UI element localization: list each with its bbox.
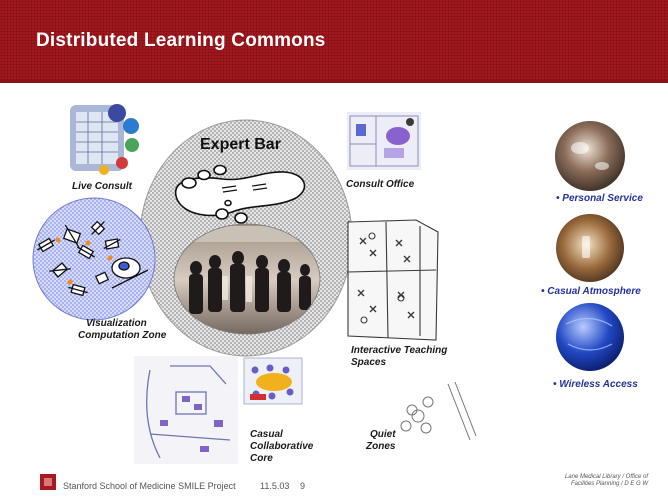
wireless-access-sphere <box>556 303 624 371</box>
live-consult-image <box>70 104 139 175</box>
personal-service-photo <box>555 121 625 191</box>
casual-core-label-line1: Casual <box>250 429 283 440</box>
title-bar <box>0 0 668 83</box>
casual-core-label-line2: Collaborative <box>250 441 314 452</box>
footer-page-number: 9 <box>300 481 306 491</box>
wireless-access-label: • Wireless Access <box>553 379 638 390</box>
visualization-zone <box>32 197 156 321</box>
footer-credit-line1: Lane Medical Library / Office of <box>564 474 648 480</box>
personal-service-label: • Personal Service <box>556 193 643 204</box>
casual-atmosphere-label: • Casual Atmosphere <box>541 286 641 297</box>
visualization-label-line1: Visualization <box>86 318 147 329</box>
visualization-label-line2: Computation Zone <box>78 330 167 341</box>
interactive-teaching-plan <box>347 219 439 341</box>
expert-bar-label: Expert Bar <box>200 136 281 153</box>
casual-core-table <box>243 357 303 405</box>
expert-bar-photo <box>174 224 320 334</box>
interactive-teaching-label-line1: Interactive Teaching <box>351 345 448 356</box>
quiet-zones-label-line2: Zones <box>366 441 396 452</box>
expert-bar-sketch <box>175 164 306 224</box>
footer-credit: Lane Medical Library / Office of Facilit… <box>520 474 648 488</box>
casual-core-label-line3: Core <box>250 453 273 464</box>
consult-office-label: Consult Office <box>346 179 415 190</box>
quiet-zones-label-line1: Quiet <box>370 429 396 440</box>
footer-credit-line2: Facilities Planning / D E G W <box>570 481 648 487</box>
slide-title: Distributed Learning Commons <box>36 30 326 51</box>
live-consult-label: Live Consult <box>72 181 133 192</box>
footer-institution: Stanford School of Medicine SMILE Projec… <box>63 481 236 491</box>
footer-date: 11.5.03 <box>260 481 290 491</box>
casual-core-plan <box>134 356 238 464</box>
interactive-teaching-label-line2: Spaces <box>351 357 387 368</box>
visualization-sketch <box>37 220 149 297</box>
consult-office-image <box>347 112 421 170</box>
quiet-zones-sketch <box>400 381 477 441</box>
